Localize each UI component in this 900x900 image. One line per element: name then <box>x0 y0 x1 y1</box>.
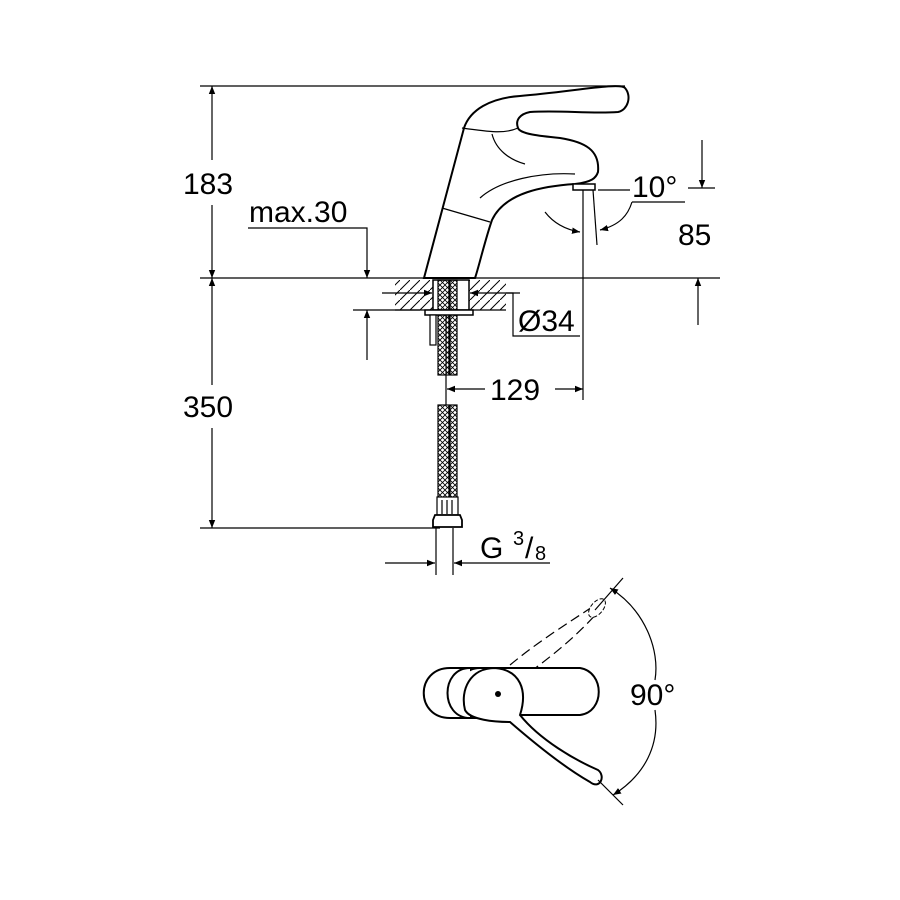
dimension-129: 129 <box>445 185 584 407</box>
dimension-350: 350 <box>183 278 233 528</box>
hose-length-label: 350 <box>183 391 233 424</box>
deck-section <box>382 280 520 311</box>
max-thickness-label: max.30 <box>249 196 347 229</box>
thread-numerator: 3 <box>513 528 524 550</box>
thread-denominator: 8 <box>535 543 546 565</box>
projection-label: 129 <box>490 374 540 407</box>
mounting-assembly <box>424 279 474 528</box>
overall-height-label: 183 <box>183 168 233 201</box>
faucet-top-view <box>422 598 606 786</box>
dimension-max30: max.30 <box>248 196 420 360</box>
dimension-183: 183 <box>183 86 233 278</box>
spout-height-label: 85 <box>678 219 711 252</box>
dimension-rotation: 90° <box>594 577 675 806</box>
dimension-angle: 10° <box>544 171 685 246</box>
dimension-thread: G 3 / 8 <box>385 528 550 575</box>
thread-slash: / <box>525 532 534 565</box>
diameter-label: Ø34 <box>518 305 575 338</box>
thread-prefix: G <box>480 532 503 565</box>
dimension-diameter: Ø34 <box>506 292 580 338</box>
dimension-85: 85 <box>678 140 715 325</box>
faucet-side-view <box>422 85 630 279</box>
rotation-label: 90° <box>630 679 675 712</box>
angle-label: 10° <box>632 171 677 204</box>
